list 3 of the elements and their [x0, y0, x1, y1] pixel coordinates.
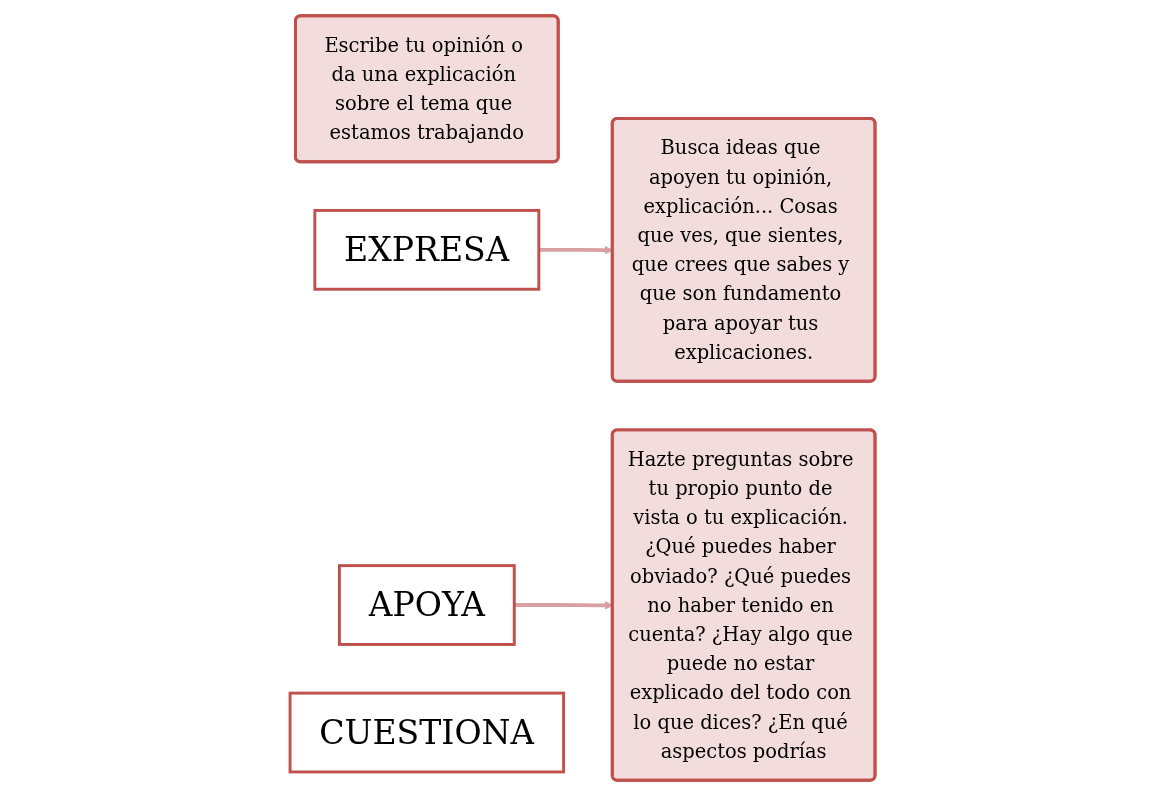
- node-box: APOYA: [338, 564, 517, 646]
- node-box: CUESTIONA: [289, 691, 566, 774]
- node-box: EXPRESA: [313, 208, 541, 291]
